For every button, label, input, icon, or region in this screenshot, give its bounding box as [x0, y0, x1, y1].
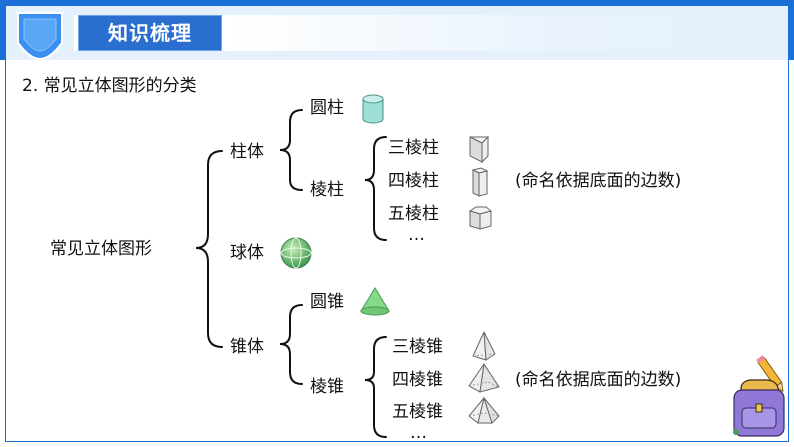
- section-title: 知识梳理: [108, 21, 192, 45]
- section-title-box: 知识梳理: [74, 15, 222, 51]
- prism-label: 棱柱: [310, 180, 344, 200]
- pyramid-naming-note: (命名依据底面的边数): [515, 370, 682, 390]
- cylinder-icon: [362, 94, 384, 124]
- sphere-label: 球体: [230, 243, 264, 263]
- quadrangular-prism-icon: [471, 167, 489, 197]
- cone-icon: [360, 287, 390, 316]
- prism-list-brace: [364, 136, 387, 241]
- pyramid-item-pentagonal: 五棱锥: [392, 402, 443, 422]
- cone-label: 圆锥: [310, 292, 344, 312]
- main-brace: [195, 150, 223, 348]
- prism-group-label: 柱体: [230, 142, 264, 162]
- triangular-prism-icon: [469, 135, 490, 164]
- quadrangular-pyramid-icon: [468, 362, 500, 393]
- pyramid-item-ellipsis: …: [410, 423, 427, 443]
- section-heading: 2. 常见立体图形的分类: [22, 76, 197, 96]
- cone-group-label: 锥体: [230, 337, 264, 357]
- backpack-pencil-icon: [733, 355, 785, 437]
- root-label: 常见立体图形: [50, 239, 152, 259]
- slide-frame: [5, 5, 789, 442]
- pyramid-item-triangular: 三棱锥: [392, 337, 443, 357]
- pyramid-item-quadrangular: 四棱锥: [392, 370, 443, 390]
- cone-group-brace: [279, 304, 303, 385]
- pentagonal-pyramid-icon: [468, 396, 500, 424]
- pyramid-label: 棱锥: [310, 377, 344, 397]
- pyramid-list-brace: [364, 336, 387, 438]
- sphere-icon: [280, 237, 312, 269]
- logo-icon: [17, 12, 63, 61]
- pentagonal-prism-icon: [468, 206, 493, 230]
- title-bar-tail: [222, 15, 768, 51]
- cylinder-label: 圆柱: [310, 98, 344, 118]
- prism-item-ellipsis: …: [408, 225, 425, 245]
- triangular-pyramid-icon: [472, 331, 496, 361]
- prism-naming-note: (命名依据底面的边数): [515, 171, 682, 191]
- prism-group-brace: [279, 109, 303, 191]
- prism-item-triangular: 三棱柱: [388, 138, 439, 158]
- prism-item-quadrangular: 四棱柱: [388, 171, 439, 191]
- prism-item-pentagonal: 五棱柱: [388, 204, 439, 224]
